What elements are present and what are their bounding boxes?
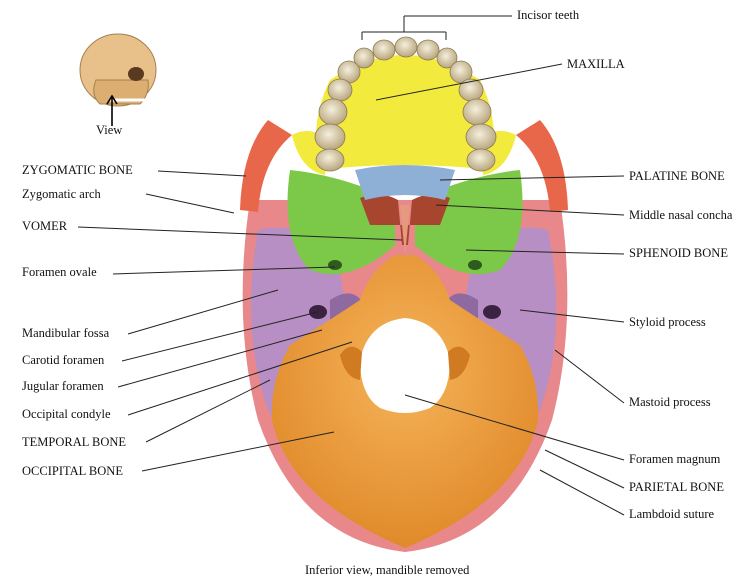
label-middle-nasal-concha: Middle nasal concha <box>629 208 733 222</box>
label-jugular-foramen: Jugular foramen <box>22 379 104 393</box>
label-palatine-bone: PALATINE BONE <box>629 169 725 183</box>
label-occipital-bone: OCCIPITAL BONE <box>22 464 123 478</box>
inset-view-caption: View <box>96 123 123 137</box>
label-maxilla: MAXILLA <box>567 57 625 71</box>
label-mandibular-fossa: Mandibular fossa <box>22 326 110 340</box>
label-styloid-process: Styloid process <box>629 315 706 329</box>
label-foramen-magnum: Foramen magnum <box>629 452 721 466</box>
vomer-shape <box>360 194 450 255</box>
label-occipital-condyle: Occipital condyle <box>22 407 111 421</box>
inset-skull-icon <box>79 33 157 126</box>
zygomatic-bone-shape <box>240 120 568 212</box>
figure-caption: Inferior view, mandible removed <box>305 563 470 576</box>
label-incisor-teeth: Incisor teeth <box>517 8 580 22</box>
label-vomer: VOMER <box>22 219 68 233</box>
leader-lines <box>77 15 625 516</box>
label-mastoid-process: Mastoid process <box>629 395 711 409</box>
label-zygomatic-arch: Zygomatic arch <box>22 187 101 201</box>
occipital-bone-shape <box>271 255 539 548</box>
teeth-row <box>314 36 497 172</box>
label-lambdoid-suture: Lambdoid suture <box>629 507 715 521</box>
label-parietal-bone: PARIETAL BONE <box>629 480 724 494</box>
label-sphenoid-bone: SPHENOID BONE <box>629 246 728 260</box>
label-foramen-ovale: Foramen ovale <box>22 265 97 279</box>
palatine-bone-shape <box>355 165 455 200</box>
label-zygomatic-bone: ZYGOMATIC BONE <box>22 163 133 177</box>
label-temporal-bone: TEMPORAL BONE <box>22 435 127 449</box>
label-carotid-foramen: Carotid foramen <box>22 353 105 367</box>
